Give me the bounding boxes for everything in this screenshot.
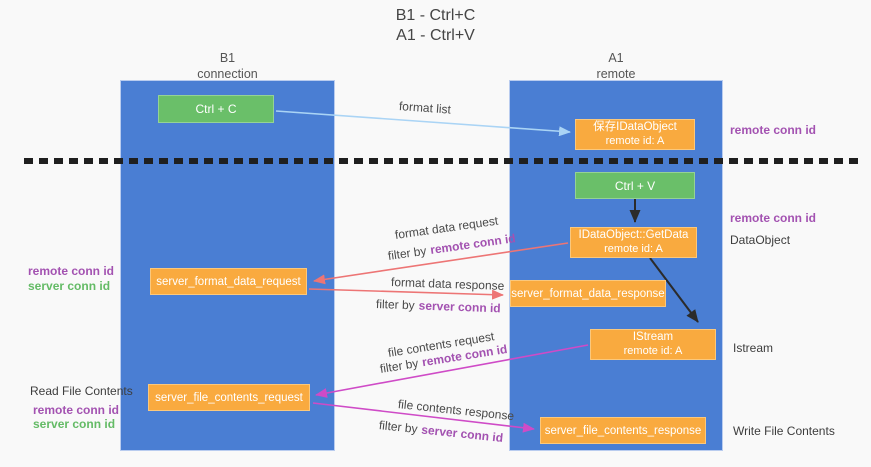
server-conn-id-text: server conn id xyxy=(420,422,504,445)
node-server-format-data-request: server_format_data_request xyxy=(150,268,307,295)
label-file-contents-response: file contents response xyxy=(397,397,515,424)
left-read-file-contents-label: Read File Contents xyxy=(30,384,133,398)
node-ctrl-v-label: Ctrl + V xyxy=(614,178,656,193)
right-column-header: A1 remote xyxy=(509,50,723,83)
filter-by-text: filter by xyxy=(387,243,428,263)
node-save-dataobject-line2: remote id: A xyxy=(605,134,665,147)
node-save-dataobject-line1: 保存IDataObject xyxy=(593,121,677,134)
label-format-list: format list xyxy=(398,99,452,117)
left-server-conn-id-1: server conn id xyxy=(28,279,111,293)
filter-by-text: filter by xyxy=(375,297,415,313)
left-server-conn-id-2: server conn id xyxy=(33,417,116,431)
right-remote-conn-id-1: remote conn id xyxy=(730,123,817,137)
label-format-data-response: format data response xyxy=(390,275,505,293)
node-istream-line1: IStream xyxy=(632,331,674,344)
server-conn-id-text: server conn id xyxy=(418,298,501,316)
node-server-format-data-request-label: server_format_data_request xyxy=(156,275,301,288)
title-line-1: B1 - Ctrl+C xyxy=(395,7,476,24)
filter-by-text: filter by xyxy=(378,356,420,376)
right-column-name: A1 xyxy=(608,51,624,65)
left-column-name: B1 xyxy=(219,51,236,65)
title-line-2: A1 - Ctrl+V xyxy=(396,27,475,44)
node-server-format-data-response: server_format_data_response xyxy=(510,280,666,307)
filter-by-text: filter by xyxy=(378,418,419,437)
node-istream: IStream remote id: A xyxy=(590,329,716,360)
right-istream-label: Istream xyxy=(733,341,774,355)
left-remote-conn-id-1: remote conn id xyxy=(28,264,115,278)
right-column-subtitle: remote xyxy=(596,67,636,82)
node-idataobject-getdata-line2: remote id: A xyxy=(604,242,663,255)
node-server-format-data-response-label: server_format_data_response xyxy=(511,287,665,300)
node-server-file-contents-response: server_file_contents_response xyxy=(540,417,706,444)
node-server-file-contents-request: server_file_contents_request xyxy=(148,384,310,411)
phase-separator-dashed-line xyxy=(24,158,862,164)
node-ctrl-c-label: Ctrl + C xyxy=(195,102,237,116)
left-column-header: B1 connection xyxy=(120,50,335,83)
node-idataobject-getdata: IDataObject::GetData remote id: A xyxy=(570,227,697,258)
node-ctrl-c: Ctrl + C xyxy=(158,95,274,123)
left-column-subtitle: connection xyxy=(197,67,258,82)
node-idataobject-getdata-line1: IDataObject::GetData xyxy=(578,229,689,242)
right-dataobject-label: DataObject xyxy=(730,233,791,247)
node-server-file-contents-response-label: server_file_contents_response xyxy=(544,424,702,437)
node-istream-line2: remote id: A xyxy=(623,344,683,357)
right-write-file-contents-label: Write File Contents xyxy=(733,424,835,438)
diagram-title: B1 - Ctrl+C A1 - Ctrl+V xyxy=(0,6,871,46)
right-remote-conn-id-2: remote conn id xyxy=(730,211,817,225)
node-server-file-contents-request-label: server_file_contents_request xyxy=(155,391,303,404)
node-ctrl-v: Ctrl + V xyxy=(575,172,695,199)
node-save-dataobject: 保存IDataObject remote id: A xyxy=(575,119,695,150)
left-remote-conn-id-2: remote conn id xyxy=(33,403,120,417)
